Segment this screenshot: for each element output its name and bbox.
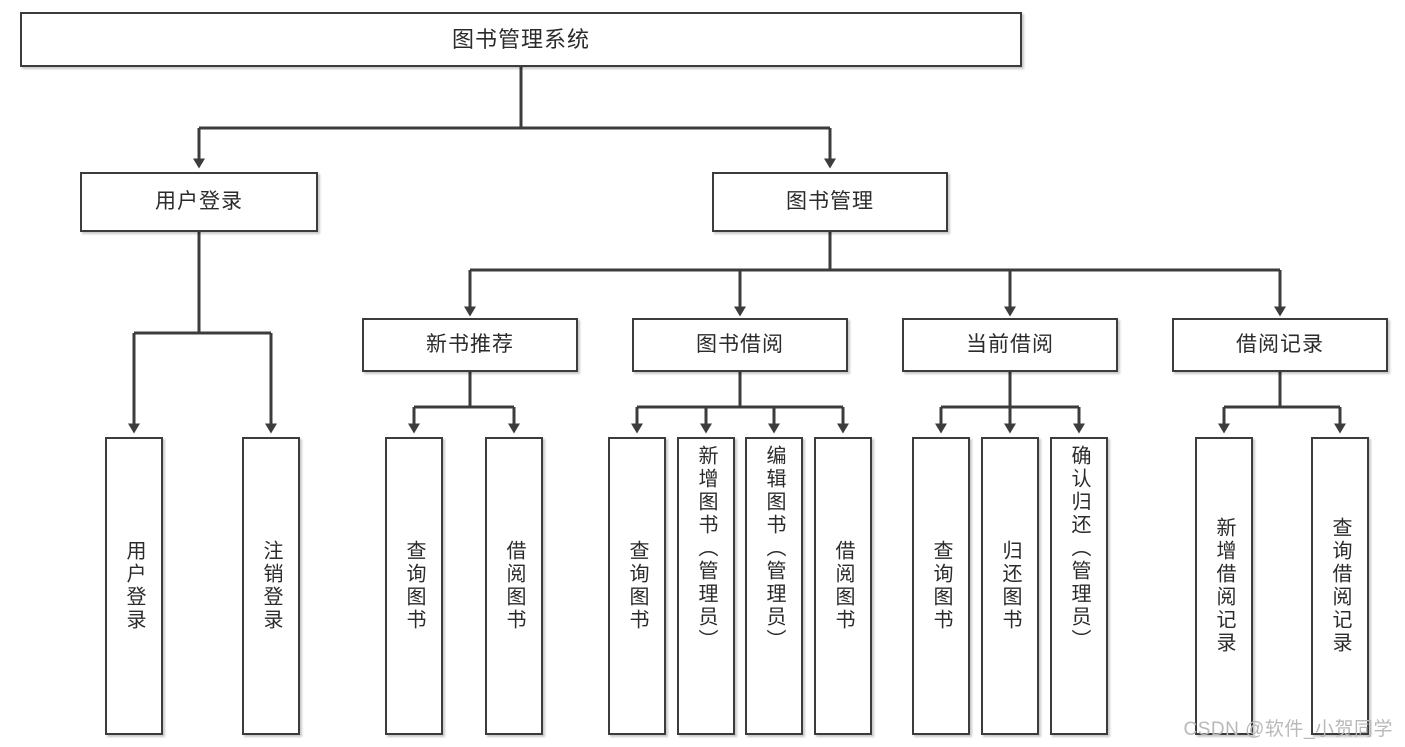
leaf-user-login[interactable]: 用户登录 bbox=[105, 437, 163, 735]
node-book-borrow-label: 图书借阅 bbox=[696, 332, 784, 356]
leaf-cb-confirm-return-label: 确认归还（管理员） bbox=[1068, 445, 1090, 652]
leaf-logout[interactable]: 注销登录 bbox=[242, 437, 300, 735]
node-user-login-label: 用户登录 bbox=[155, 189, 243, 213]
leaf-cb-return-book-label: 归还图书 bbox=[999, 540, 1021, 632]
node-root[interactable]: 图书管理系统 bbox=[20, 12, 1022, 67]
leaf-br-query-record-label: 查询借阅记录 bbox=[1329, 517, 1351, 655]
leaf-nb-query-book-label: 查询图书 bbox=[403, 540, 425, 632]
leaf-nb-borrow-book[interactable]: 借阅图书 bbox=[485, 437, 543, 735]
leaf-nb-query-book[interactable]: 查询图书 bbox=[385, 437, 443, 735]
leaf-br-add-record[interactable]: 新增借阅记录 bbox=[1195, 437, 1253, 735]
node-book-manage-label: 图书管理 bbox=[786, 189, 874, 213]
node-book-manage[interactable]: 图书管理 bbox=[712, 172, 948, 232]
leaf-bw-borrow-book-label: 借阅图书 bbox=[832, 540, 854, 632]
leaf-nb-borrow-book-label: 借阅图书 bbox=[503, 540, 525, 632]
leaf-cb-confirm-return[interactable]: 确认归还（管理员） bbox=[1050, 437, 1108, 735]
leaf-bw-edit-book[interactable]: 编辑图书（管理员） bbox=[745, 437, 803, 735]
leaf-br-query-record[interactable]: 查询借阅记录 bbox=[1311, 437, 1369, 735]
node-book-borrow[interactable]: 图书借阅 bbox=[632, 318, 848, 372]
leaf-br-add-record-label: 新增借阅记录 bbox=[1213, 517, 1235, 655]
node-borrow-record[interactable]: 借阅记录 bbox=[1172, 318, 1388, 372]
leaf-cb-return-book[interactable]: 归还图书 bbox=[981, 437, 1039, 735]
node-user-login[interactable]: 用户登录 bbox=[80, 172, 318, 232]
leaf-user-login-label: 用户登录 bbox=[123, 540, 145, 632]
leaf-bw-add-book[interactable]: 新增图书（管理员） bbox=[677, 437, 735, 735]
node-current-borrow[interactable]: 当前借阅 bbox=[902, 318, 1118, 372]
csdn-watermark: CSDN @软件_小贺同学 bbox=[1183, 719, 1393, 740]
node-current-borrow-label: 当前借阅 bbox=[966, 332, 1054, 356]
leaf-cb-query-book-label: 查询图书 bbox=[930, 540, 952, 632]
leaf-bw-add-book-label: 新增图书（管理员） bbox=[695, 445, 717, 652]
node-root-label: 图书管理系统 bbox=[451, 26, 590, 52]
node-new-book-recommend[interactable]: 新书推荐 bbox=[362, 318, 578, 372]
leaf-bw-query-book[interactable]: 查询图书 bbox=[608, 437, 666, 735]
node-new-book-recommend-label: 新书推荐 bbox=[426, 332, 514, 356]
leaf-cb-query-book[interactable]: 查询图书 bbox=[912, 437, 970, 735]
leaf-bw-query-book-label: 查询图书 bbox=[626, 540, 648, 632]
node-borrow-record-label: 借阅记录 bbox=[1236, 332, 1324, 356]
leaf-bw-borrow-book[interactable]: 借阅图书 bbox=[814, 437, 872, 735]
leaf-logout-label: 注销登录 bbox=[260, 540, 282, 632]
leaf-bw-edit-book-label: 编辑图书（管理员） bbox=[763, 445, 785, 652]
